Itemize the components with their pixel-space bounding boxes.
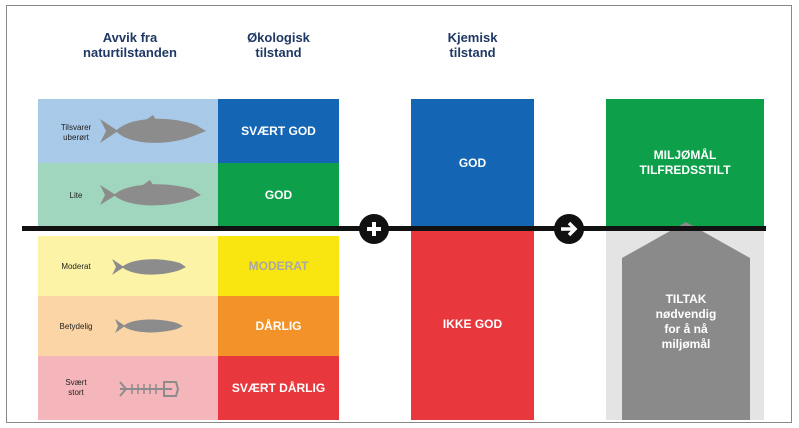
deviation-row-moderate: Moderat: [38, 236, 218, 296]
fish-icon: [100, 115, 206, 143]
status-divider-line: [22, 226, 766, 231]
fish-icon: [115, 319, 183, 333]
header-ecological: Økologisk tilstand: [247, 30, 310, 60]
deviation-label: Betydelig: [59, 322, 93, 331]
deviation-row-very-large: Svært stort: [38, 356, 218, 420]
deviation-row-untouched: Tilsvarer uberørt: [38, 99, 218, 163]
chem-status-good: GOD: [411, 99, 534, 227]
header-deviation: Avvik fra naturtilstanden: [83, 30, 177, 60]
header-chemical: Kjemisk tilstand: [447, 30, 498, 60]
eco-status-bad: DÅRLIG: [218, 296, 339, 356]
deviation-row-significant: Betydelig: [38, 296, 218, 356]
fish-icon: [112, 259, 186, 275]
fish-icon: [100, 180, 201, 206]
eco-status-moderate: MODERAT: [218, 236, 339, 296]
fish-skeleton-icon: [119, 381, 180, 397]
arrow-right-icon: [554, 214, 584, 244]
eco-status-very-good: SVÆRT GOD: [218, 99, 339, 163]
action-required-text: TILTAK nødvendig for å nå miljømål: [655, 292, 717, 351]
deviation-label: Tilsvarer uberørt: [60, 123, 92, 142]
goal-achieved-box: MILJØMÅL TILFREDSSTILT: [606, 99, 764, 227]
eco-status-very-bad: SVÆRT DÅRLIG: [218, 356, 339, 420]
deviation-label: Moderat: [61, 262, 91, 271]
plus-icon: [359, 214, 389, 244]
deviation-row-small: Lite: [38, 163, 218, 227]
deviation-label: Svært stort: [65, 378, 87, 397]
chem-status-not-good: IKKE GOD: [411, 228, 534, 420]
eco-status-good: GOD: [218, 163, 339, 227]
deviation-label: Lite: [69, 191, 83, 200]
action-house-shape: [622, 222, 750, 420]
